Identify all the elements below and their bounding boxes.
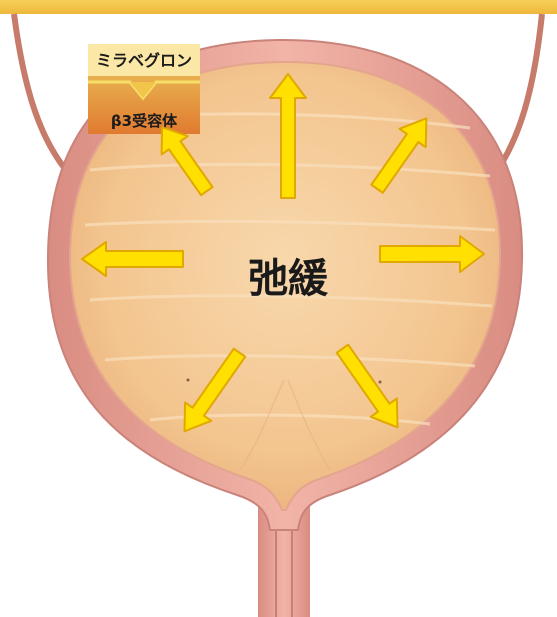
top-band	[0, 0, 557, 14]
center-label: 弛緩	[248, 256, 329, 302]
receptor-label: β3受容体	[111, 112, 178, 130]
left-ureter	[14, 14, 70, 175]
